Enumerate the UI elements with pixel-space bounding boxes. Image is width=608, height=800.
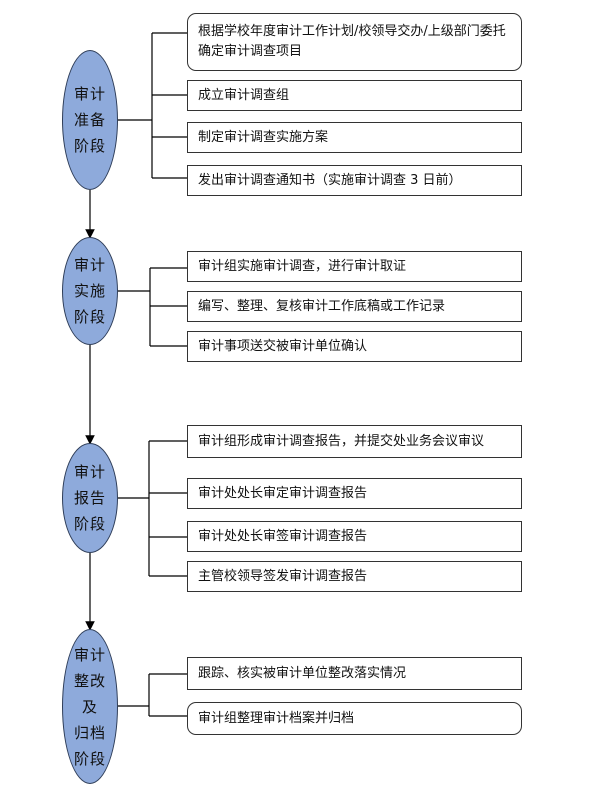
step-box: 审计组形成审计调查报告，并提交处业务会议审议 [187, 425, 522, 458]
stage-preparation: 审计 准备 阶段 [62, 50, 118, 190]
step-box: 审计组实施审计调查，进行审计取证 [187, 251, 522, 282]
step-text: 审计处处长审定审计调查报告 [198, 485, 368, 501]
stage-label: 审计 报告 阶段 [73, 463, 106, 533]
step-text: 编写、整理、复核审计工作底稿或工作记录 [198, 298, 446, 314]
stage-label: 审计 准备 阶段 [73, 85, 106, 155]
step-text: 根据学校年度审计工作计划/校领导交办/上级部门委托确定审计调查项目 [198, 24, 506, 59]
step-text: 主管校领导签发审计调查报告 [198, 568, 368, 584]
step-box: 审计事项送交被审计单位确认 [187, 331, 522, 362]
stage-label: 审计 实施 阶段 [73, 256, 106, 326]
step-text: 审计组实施审计调查，进行审计取证 [198, 258, 407, 274]
step-box: 审计组整理审计档案并归档 [187, 702, 522, 735]
step-text: 审计组整理审计档案并归档 [198, 710, 355, 726]
step-box: 成立审计调查组 [187, 80, 522, 111]
step-box: 编写、整理、复核审计工作底稿或工作记录 [187, 291, 522, 322]
step-box: 审计处处长审签审计调查报告 [187, 521, 522, 552]
step-text: 跟踪、核实被审计单位整改落实情况 [198, 665, 407, 681]
step-box: 跟踪、核实被审计单位整改落实情况 [187, 657, 522, 690]
step-text: 审计处处长审签审计调查报告 [198, 528, 368, 544]
stage-reporting: 审计 报告 阶段 [62, 443, 118, 553]
stage-rectification-archiving: 审计 整改 及 归档 阶段 [62, 629, 118, 784]
step-text: 审计组形成审计调查报告，并提交处业务会议审议 [198, 433, 485, 449]
step-box: 制定审计调查实施方案 [187, 122, 522, 153]
step-box: 发出审计调查通知书（实施审计调查 3 日前） [187, 165, 522, 196]
step-box: 根据学校年度审计工作计划/校领导交办/上级部门委托确定审计调查项目 [187, 13, 522, 71]
stage-label: 审计 整改 及 归档 阶段 [73, 645, 106, 768]
step-text: 审计事项送交被审计单位确认 [198, 338, 368, 354]
step-text: 成立审计调查组 [198, 87, 290, 103]
step-box: 主管校领导签发审计调查报告 [187, 561, 522, 592]
stage-implementation: 审计 实施 阶段 [62, 237, 118, 345]
step-text: 发出审计调查通知书（实施审计调查 3 日前） [198, 172, 462, 188]
step-text: 制定审计调查实施方案 [198, 129, 329, 145]
step-box: 审计处处长审定审计调查报告 [187, 478, 522, 509]
